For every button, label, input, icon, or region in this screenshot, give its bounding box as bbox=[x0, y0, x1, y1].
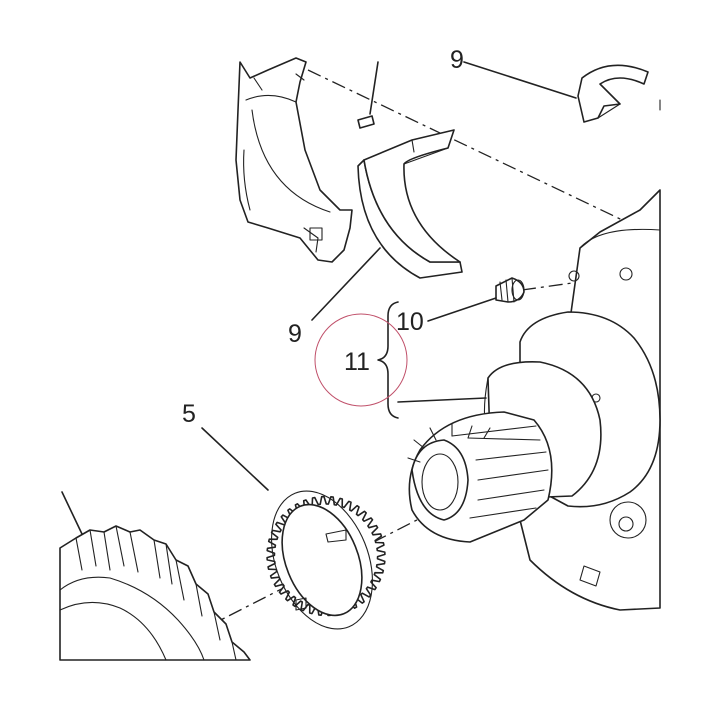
leader-part-10 bbox=[427, 297, 497, 322]
label-top: 9 bbox=[450, 46, 464, 74]
leader-top-pin bbox=[369, 61, 379, 115]
axis-line-upper bbox=[307, 69, 661, 239]
splined-shaft bbox=[407, 411, 553, 543]
dowel-pin bbox=[357, 115, 375, 129]
threaded-plug-part-10 bbox=[495, 277, 525, 303]
thrust-washer bbox=[577, 64, 661, 123]
large-gear bbox=[59, 525, 251, 661]
label-part-5: 5 bbox=[182, 400, 196, 428]
leader-large-gear bbox=[61, 491, 83, 535]
crankshaft-body bbox=[483, 189, 661, 611]
bearing-shell-part-9 bbox=[357, 129, 463, 279]
gear-part-5 bbox=[266, 490, 386, 630]
bearing-housing-half bbox=[235, 57, 353, 263]
highlight-circle bbox=[314, 313, 408, 407]
label-part-10: 10 bbox=[396, 308, 424, 336]
label-part-11: 11 bbox=[344, 348, 370, 376]
leader-top-washer bbox=[463, 61, 577, 99]
group-brace bbox=[377, 301, 399, 419]
leader-part-11 bbox=[397, 397, 487, 403]
leader-part-5 bbox=[201, 427, 269, 491]
label-part-9: 9 bbox=[288, 320, 302, 348]
leader-part-9 bbox=[311, 247, 381, 321]
